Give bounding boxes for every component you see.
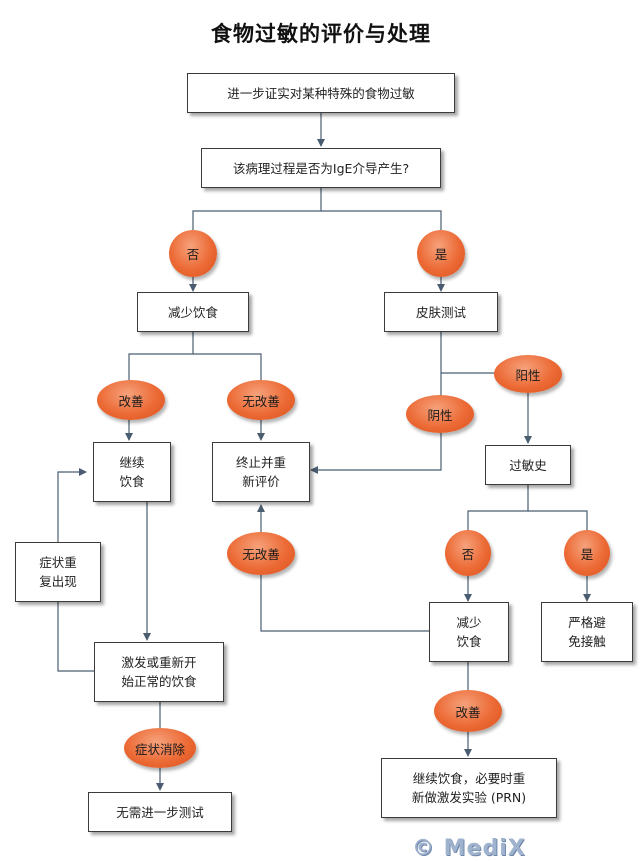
no-further-test-box: 无需进一步测试 — [88, 792, 232, 832]
improved-oval-2: 改善 — [434, 690, 502, 732]
page-title: 食物过敏的评价与处理 — [211, 22, 431, 46]
no-oval-2: 否 — [445, 530, 491, 576]
challenge-resume-box: 激发或重新开 始正常的饮食 — [94, 642, 224, 702]
negative-oval: 阴性 — [406, 395, 474, 433]
confirm-allergy-box: 进一步证实对某种特殊的食物过敏 — [187, 73, 455, 113]
reduce-diet-left-box: 减少饮食 — [137, 292, 249, 332]
reduce-diet-right-box: 减少 饮食 — [429, 602, 509, 662]
medix-watermark: © MediX — [412, 836, 526, 861]
improved-oval-1: 改善 — [97, 380, 165, 420]
yes-oval-1: 是 — [417, 230, 465, 277]
not-improved-oval-1: 无改善 — [227, 380, 295, 420]
no-oval-1: 否 — [169, 230, 217, 277]
symptoms-gone-oval: 症状消除 — [124, 728, 196, 768]
yes-oval-2: 是 — [564, 530, 610, 576]
allergy-history-box: 过敏史 — [485, 445, 571, 485]
continue-prn-box: 继续饮食，必要时重 新做激发实验 (PRN) — [381, 758, 557, 818]
ige-question-box: 该病理过程是否为IgE介导产生? — [201, 148, 441, 188]
positive-oval: 阳性 — [494, 355, 562, 393]
skin-test-box: 皮肤测试 — [384, 292, 498, 332]
continue-diet-box: 继续 饮食 — [93, 442, 171, 502]
symptoms-recur-box: 症状重 复出现 — [15, 542, 101, 602]
strict-avoid-box: 严格避 免接触 — [541, 602, 633, 662]
not-improved-oval-2: 无改善 — [227, 532, 295, 575]
stop-reevaluate-box: 终止并重 新评价 — [212, 442, 310, 502]
